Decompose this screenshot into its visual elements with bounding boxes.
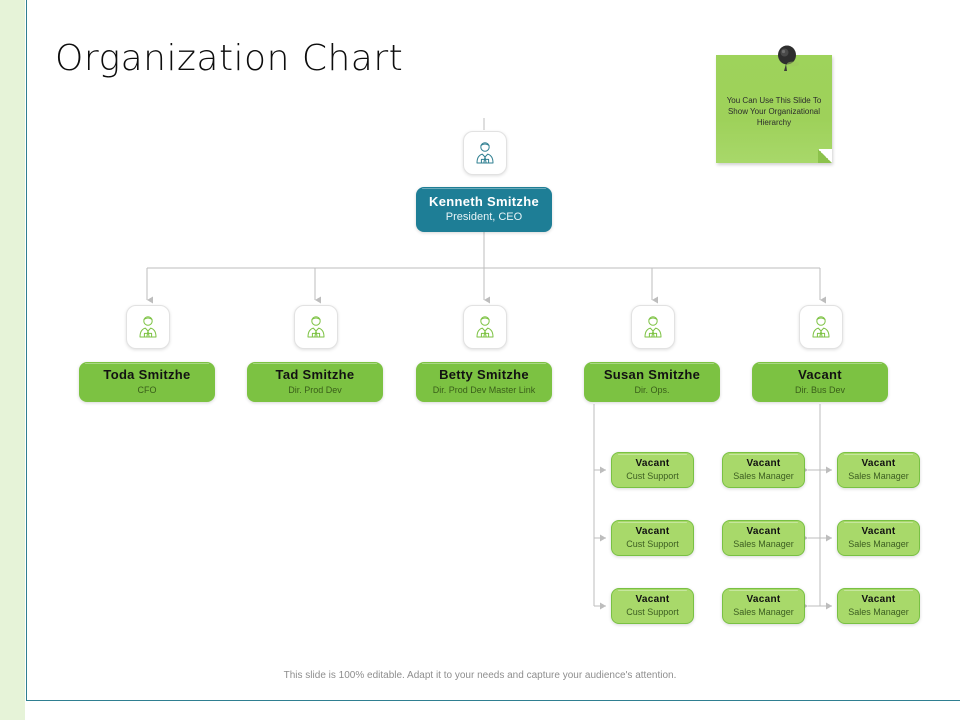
avatar-tile-level2-1 — [294, 305, 338, 349]
node-leaf-sales-manager-5[interactable]: Vacant Sales Manager — [837, 520, 920, 556]
node-role: Dir. Bus Dev — [794, 385, 845, 396]
sticky-note-fold — [818, 149, 832, 163]
node-leaf-sales-manager-3[interactable]: Vacant Sales Manager — [722, 588, 805, 624]
node-name: Vacant — [635, 526, 670, 538]
node-leaf-cust-support-1[interactable]: Vacant Cust Support — [611, 452, 694, 488]
node-role: Sales Manager — [848, 538, 909, 549]
node-role: Dir. Prod Dev Master Link — [432, 385, 536, 396]
node-name: Vacant — [746, 594, 781, 606]
node-name: Kenneth Smitzhe — [429, 193, 539, 209]
node-role: CFO — [137, 385, 157, 396]
avatar-tile-level2-0 — [126, 305, 170, 349]
node-name: Vacant — [861, 594, 896, 606]
node-name: Vacant — [861, 526, 896, 538]
person-avatar-icon — [476, 316, 494, 338]
node-leaf-sales-manager-4[interactable]: Vacant Sales Manager — [837, 452, 920, 488]
person-avatar-icon — [644, 316, 662, 338]
avatar-tile-level2-4 — [799, 305, 843, 349]
node-role: Cust Support — [626, 606, 679, 617]
node-role: Sales Manager — [733, 470, 794, 481]
avatar-tile-level2-3 — [631, 305, 675, 349]
node-name: Toda Smitzhe — [103, 367, 191, 383]
sticky-note: You Can Use This Slide To Show Your Orga… — [716, 45, 832, 165]
node-ceo[interactable]: Kenneth Smitzhe President, CEO — [416, 187, 552, 232]
node-name: Vacant — [635, 594, 670, 606]
node-level2-susan-smitzhe[interactable]: Susan Smitzhe Dir. Ops. — [584, 362, 720, 402]
person-avatar-icon — [307, 316, 325, 338]
node-name: Vacant — [798, 367, 842, 383]
person-avatar-icon — [139, 316, 157, 338]
node-name: Vacant — [746, 458, 781, 470]
node-leaf-sales-manager-2[interactable]: Vacant Sales Manager — [722, 520, 805, 556]
node-level2-toda-smitzhe[interactable]: Toda Smitzhe CFO — [79, 362, 215, 402]
node-level2-betty-smitzhe[interactable]: Betty Smitzhe Dir. Prod Dev Master Link — [416, 362, 552, 402]
node-role: Dir. Prod Dev — [288, 385, 342, 396]
node-name: Susan Smitzhe — [603, 367, 701, 383]
person-avatar-icon — [476, 142, 494, 164]
node-role: President, CEO — [445, 210, 523, 223]
node-leaf-sales-manager-1[interactable]: Vacant Sales Manager — [722, 452, 805, 488]
avatar-tile-ceo — [463, 131, 507, 175]
page-title: Organization Chart — [55, 38, 404, 79]
left-vertical-rule — [26, 0, 27, 701]
node-role: Cust Support — [626, 470, 679, 481]
node-leaf-cust-support-2[interactable]: Vacant Cust Support — [611, 520, 694, 556]
node-role: Sales Manager — [848, 470, 909, 481]
person-avatar-icon — [812, 316, 830, 338]
node-role: Cust Support — [626, 538, 679, 549]
left-decor-band — [0, 0, 25, 720]
push-pin-icon — [778, 45, 799, 71]
bottom-horizontal-rule — [26, 700, 960, 701]
node-name: Vacant — [635, 458, 670, 470]
node-level2-tad-smitzhe[interactable]: Tad Smitzhe Dir. Prod Dev — [247, 362, 383, 402]
node-role: Sales Manager — [733, 538, 794, 549]
node-leaf-cust-support-3[interactable]: Vacant Cust Support — [611, 588, 694, 624]
node-name: Betty Smitzhe — [439, 367, 529, 383]
node-role: Sales Manager — [848, 606, 909, 617]
node-role: Sales Manager — [733, 606, 794, 617]
footer-note: This slide is 100% editable. Adapt it to… — [283, 670, 677, 681]
avatar-tile-level2-2 — [463, 305, 507, 349]
node-role: Dir. Ops. — [634, 385, 670, 396]
node-name: Vacant — [746, 526, 781, 538]
node-leaf-sales-manager-6[interactable]: Vacant Sales Manager — [837, 588, 920, 624]
sticky-note-paper — [716, 55, 832, 163]
node-level2-vacant-bus-dev[interactable]: Vacant Dir. Bus Dev — [752, 362, 888, 402]
node-name: Tad Smitzhe — [275, 367, 355, 383]
node-name: Vacant — [861, 458, 896, 470]
sticky-note-text: You Can Use This Slide To Show Your Orga… — [726, 96, 822, 127]
